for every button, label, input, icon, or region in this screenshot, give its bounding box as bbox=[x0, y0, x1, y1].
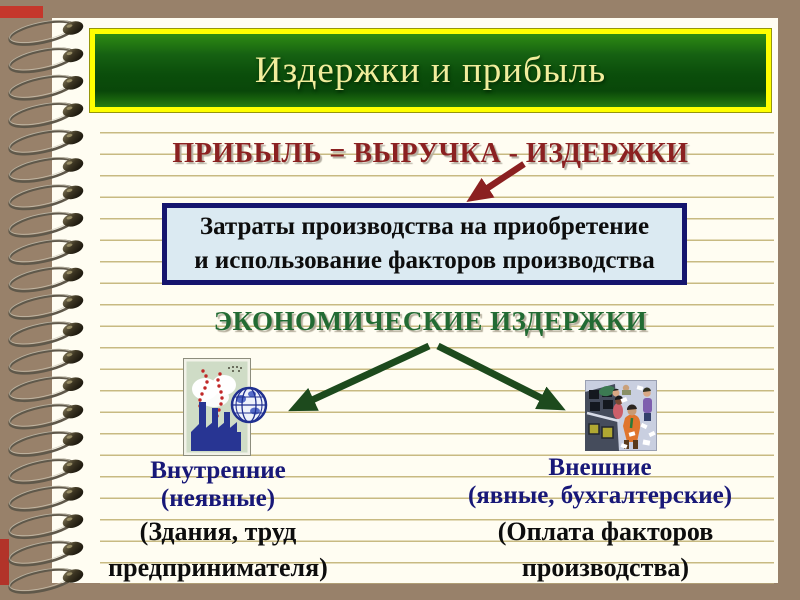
internal-costs-title: Внутренние bbox=[150, 457, 286, 484]
red-frame-mark-top bbox=[0, 6, 43, 18]
definition-line-2: и использование факторов производства bbox=[194, 247, 655, 274]
factory-illustration-icon bbox=[183, 358, 268, 456]
internal-costs-subtitle: (неявные) bbox=[160, 484, 276, 512]
internal-costs-note-line1: (Здания, труд bbox=[139, 517, 297, 546]
slide-title: Издержки и прибыль bbox=[254, 50, 607, 91]
internal-costs-note-line2: предпринимателя) bbox=[108, 553, 328, 582]
red-frame-mark-left bbox=[0, 539, 9, 585]
internal-costs-note: (Здания, труд предпринимателя) bbox=[88, 514, 348, 586]
external-costs-subtitle: (явные, бухгалтерские) bbox=[467, 481, 733, 509]
definition-line-1: Затраты производства на приобретение bbox=[199, 213, 650, 240]
economic-costs-heading: ЭКОНОМИЧЕСКИЕ ИЗДЕРЖКИ bbox=[213, 306, 648, 336]
external-costs-note: (Оплата факторов производства) bbox=[453, 514, 758, 586]
external-costs-note-line1: (Оплата факторов bbox=[497, 517, 714, 546]
external-costs-title: Внешние bbox=[548, 454, 652, 481]
title-banner: Издержки и прибыль bbox=[89, 28, 772, 113]
definition-box: Затраты производства на приобретение и и… bbox=[162, 203, 687, 285]
workers-illustration-icon bbox=[585, 380, 657, 451]
external-costs-label-block: Внешние (явные, бухгалтерские) bbox=[420, 454, 780, 509]
external-costs-note-line2: производства) bbox=[521, 553, 690, 582]
spiral-binding-icon bbox=[6, 14, 87, 599]
internal-costs-label-block: Внутренние (неявные) bbox=[118, 457, 318, 512]
globe-icon bbox=[230, 386, 268, 424]
profit-formula: ПРИБЫЛЬ = ВЫРУЧКА - ИЗДЕРЖКИ bbox=[172, 138, 689, 169]
